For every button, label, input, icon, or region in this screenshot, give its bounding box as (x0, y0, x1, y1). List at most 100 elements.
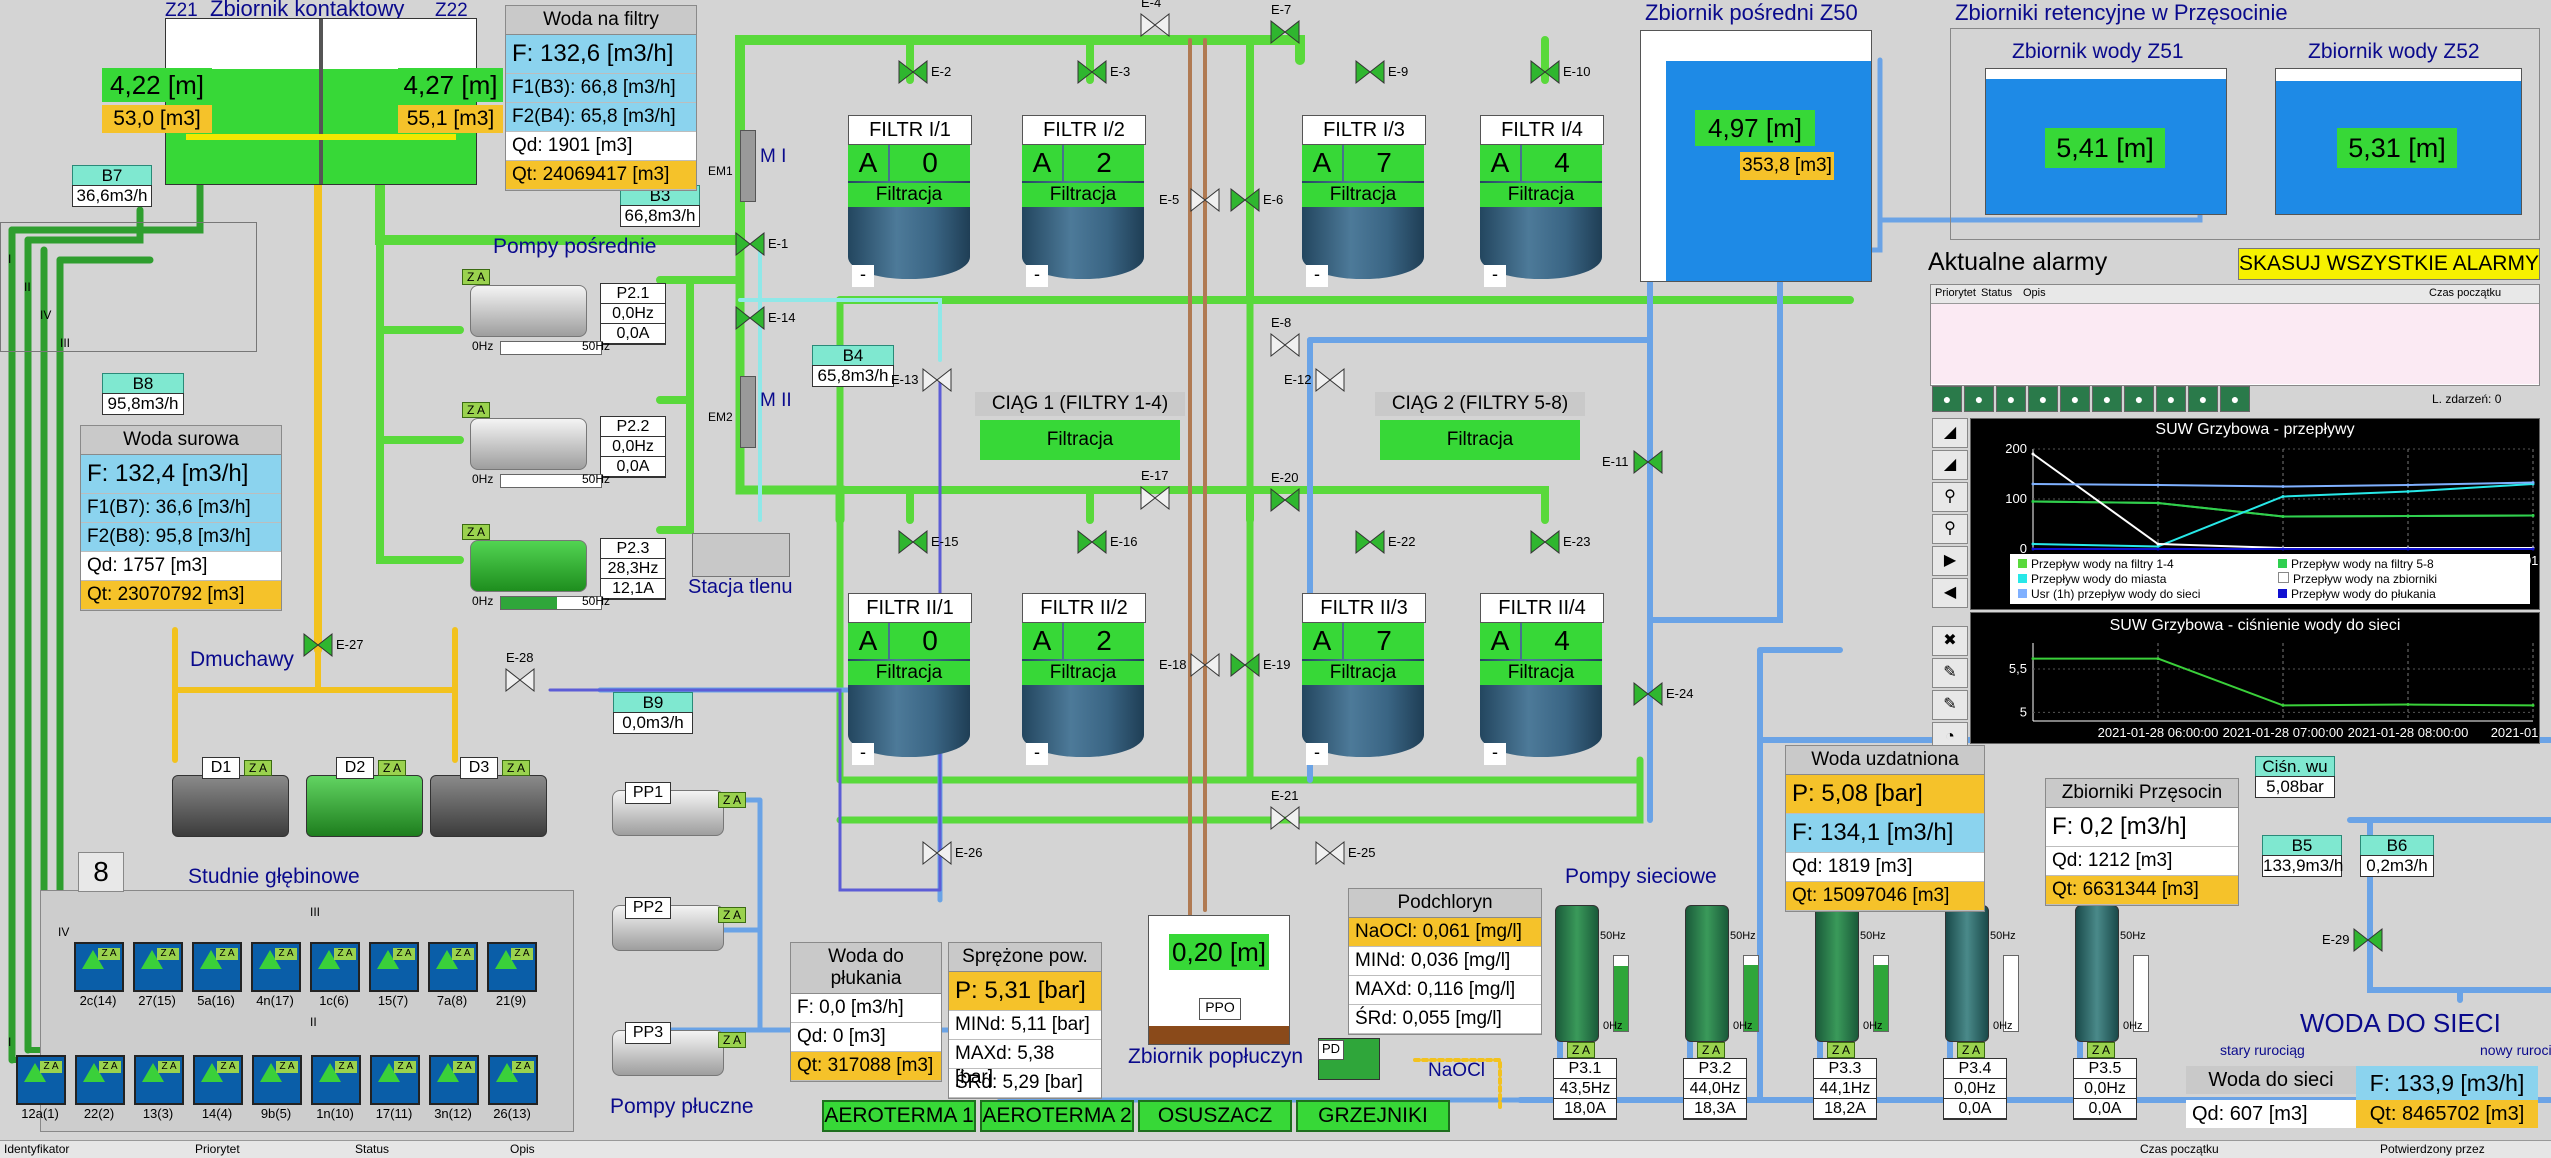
valve-e-24[interactable] (1631, 677, 1665, 711)
valve-e-27[interactable] (301, 628, 335, 662)
export-icon[interactable]: ● (2188, 386, 2218, 412)
pump-p3-5[interactable] (2075, 905, 2119, 1042)
pump-p2.3[interactable] (470, 540, 587, 592)
valve-e-9[interactable] (1353, 55, 1387, 89)
refresh-icon[interactable]: ● (1964, 386, 1994, 412)
pump-p2.1[interactable] (470, 285, 587, 337)
settings-icon[interactable]: ● (2220, 386, 2250, 412)
filter-minus-button[interactable]: - (1026, 265, 1048, 287)
trend-back-icon[interactable]: ◀ (1932, 578, 1968, 608)
well-21(9)[interactable]: Z A (487, 942, 537, 992)
valve-e-1[interactable] (733, 227, 767, 261)
trend-zoom-in-icon[interactable]: ⚲ (1932, 514, 1968, 544)
valve-e-20[interactable] (1268, 483, 1302, 517)
aeroterma2-button[interactable]: AEROTERMA 2 (980, 1100, 1134, 1132)
filter-minus-button[interactable]: - (852, 743, 874, 765)
ack-icon[interactable]: ● (1996, 386, 2026, 412)
filter-icon[interactable]: ● (1932, 386, 1962, 412)
well-26(13)[interactable]: Z A (488, 1055, 538, 1105)
well-2c(14)[interactable]: Z A (74, 942, 124, 992)
trend-zoom-icon[interactable]: ◢ (1932, 418, 1968, 448)
well-12a(1)[interactable]: Z A (16, 1055, 66, 1105)
clear-alarms-button[interactable]: SKASUJ WSZYSTKIE ALARMY (2238, 248, 2540, 280)
well-9b(5)[interactable]: Z A (252, 1055, 302, 1105)
valve-e-14[interactable] (733, 301, 767, 335)
valve-e-26[interactable] (920, 836, 954, 870)
well-1c(6)[interactable]: Z A (310, 942, 360, 992)
trend-cursor-icon[interactable]: ✖ (1932, 626, 1968, 656)
trend-pen-icon[interactable]: ✎ (1932, 658, 1968, 688)
well-22(2)[interactable]: Z A (75, 1055, 125, 1105)
valve-e-8[interactable] (1268, 328, 1302, 362)
valve-e-29[interactable] (2351, 923, 2385, 957)
valve-e-7[interactable] (1268, 15, 1302, 49)
grzejniki-button[interactable]: GRZEJNIKI (1296, 1100, 1450, 1132)
trend-search-icon[interactable]: ⚲ (1932, 482, 1968, 512)
well-1n(10)[interactable]: Z A (311, 1055, 361, 1105)
trend-edit-icon[interactable]: ✎ (1932, 690, 1968, 720)
valve-e-25[interactable] (1313, 836, 1347, 870)
valve-e-3[interactable] (1075, 55, 1109, 89)
pump-p3-2[interactable] (1685, 905, 1729, 1042)
filter-minus-button[interactable]: - (1484, 743, 1506, 765)
valve-e-6[interactable] (1228, 183, 1262, 217)
blower-d2[interactable] (306, 775, 423, 837)
valve-e-11[interactable] (1631, 445, 1665, 479)
aeroterma1-button[interactable]: AEROTERMA 1 (822, 1100, 976, 1132)
filter-minus-button[interactable]: - (852, 265, 874, 287)
pump-p3-3[interactable] (1815, 905, 1859, 1042)
well-17(11)[interactable]: Z A (370, 1055, 420, 1105)
alarms-col-opis[interactable]: Opis (2023, 287, 2046, 299)
valve-e-12[interactable] (1313, 363, 1347, 397)
osuszacz-button[interactable]: OSUSZACZ (1138, 1100, 1292, 1132)
valve-e-10[interactable] (1528, 55, 1562, 89)
valve-e-4[interactable] (1138, 8, 1172, 42)
valve-e-19[interactable] (1228, 648, 1262, 682)
valve-e-23[interactable] (1528, 525, 1562, 559)
well-15(7)[interactable]: Z A (369, 942, 419, 992)
valve-e-22[interactable] (1353, 525, 1387, 559)
ack-all-icon[interactable]: ● (2028, 386, 2058, 412)
valve-e-15[interactable] (896, 525, 930, 559)
well-7a(8)[interactable]: Z A (428, 942, 478, 992)
print-icon[interactable]: ● (2156, 386, 2186, 412)
blower-d1[interactable] (172, 775, 289, 837)
info-icon[interactable]: ● (2060, 386, 2090, 412)
well-13(3)[interactable]: Z A (134, 1055, 184, 1105)
valve-e-2[interactable] (896, 55, 930, 89)
alarms-col-status[interactable]: Status (1981, 287, 2013, 299)
well-4n(17)[interactable]: Z A (251, 942, 301, 992)
well-27(15)[interactable]: Z A (133, 942, 183, 992)
alarms-col-czas[interactable]: Czas początku (2429, 287, 2502, 299)
blower-d3[interactable] (430, 775, 547, 837)
valve-e-13[interactable] (920, 363, 954, 397)
well-5a(16)[interactable]: Z A (192, 942, 242, 992)
priority-icon[interactable]: ● (2092, 386, 2122, 412)
filter-minus-button[interactable]: - (1306, 265, 1328, 287)
filter-minus-button[interactable]: - (1484, 265, 1506, 287)
filter-minus-button[interactable]: - (1026, 743, 1048, 765)
valve-e-21[interactable] (1268, 801, 1302, 835)
valve-e-18[interactable] (1188, 648, 1222, 682)
pump-p3-1[interactable] (1555, 905, 1599, 1042)
trend-zoom-out-icon[interactable]: ◢ (1932, 450, 1968, 480)
valve-e-16[interactable] (1075, 525, 1109, 559)
pump-p3-4[interactable] (1945, 905, 1989, 1042)
trend-pan-icon[interactable]: ▶ (1932, 546, 1968, 576)
valve-e-5[interactable] (1188, 183, 1222, 217)
history-icon[interactable]: ● (2124, 386, 2154, 412)
pump-p2.2[interactable] (470, 418, 587, 470)
valve-e-17[interactable] (1138, 481, 1172, 515)
filter-minus-button[interactable]: - (1306, 743, 1328, 765)
alarms-col-priorytet[interactable]: Priorytet (1935, 287, 1976, 299)
well-14(4)[interactable]: Z A (193, 1055, 243, 1105)
valve-e-28[interactable] (503, 663, 537, 697)
